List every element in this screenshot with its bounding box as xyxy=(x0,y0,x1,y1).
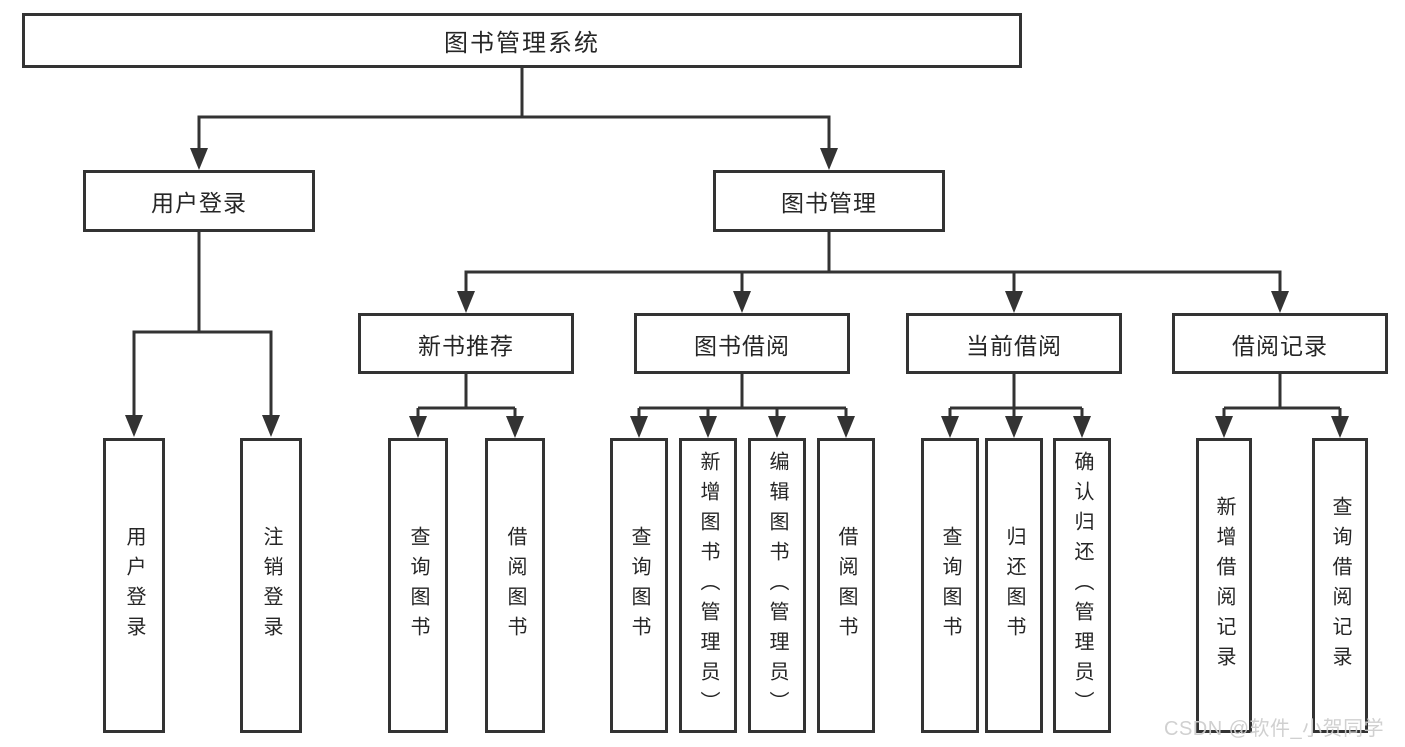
leaf-add-book-admin: 新增图书（管理员） xyxy=(679,438,737,733)
node-book-borrowing: 图书借阅 xyxy=(634,313,850,374)
node-label: 图书管理 xyxy=(781,190,877,216)
node-label: 新增图书（管理员） xyxy=(697,450,719,721)
leaf-query-borrow-record: 查询借阅记录 xyxy=(1312,438,1368,733)
node-book-management: 图书管理 xyxy=(713,170,945,232)
node-borrowing-records: 借阅记录 xyxy=(1172,313,1388,374)
node-label: 用户登录 xyxy=(123,525,145,646)
node-current-borrowing: 当前借阅 xyxy=(906,313,1122,374)
watermark: CSDN @软件_小贺同学 xyxy=(1164,718,1385,740)
node-label: 图书管理系统 xyxy=(444,30,600,57)
node-label: 注销登录 xyxy=(260,525,282,646)
node-label: 图书借阅 xyxy=(694,332,790,359)
arrowhead-icons xyxy=(125,148,1349,438)
node-label: 新书推荐 xyxy=(418,332,514,359)
node-label: 借阅图书 xyxy=(835,525,857,646)
node-label: 查询借阅记录 xyxy=(1329,495,1351,676)
node-user-login: 用户登录 xyxy=(83,170,315,232)
leaf-user-login: 用户登录 xyxy=(103,438,165,733)
node-label: 借阅记录 xyxy=(1232,332,1328,359)
node-label: 确认归还（管理员） xyxy=(1071,450,1093,721)
leaf-query-books-borrowing: 查询图书 xyxy=(610,438,668,733)
node-label: 借阅图书 xyxy=(504,525,526,646)
leaf-add-borrow-record: 新增借阅记录 xyxy=(1196,438,1252,733)
node-label: 用户登录 xyxy=(151,190,247,216)
leaf-return-books: 归还图书 xyxy=(985,438,1043,733)
node-label: 编辑图书（管理员） xyxy=(766,450,788,721)
node-label: 查询图书 xyxy=(628,525,650,646)
leaf-edit-book-admin: 编辑图书（管理员） xyxy=(748,438,806,733)
leaf-confirm-return-admin: 确认归还（管理员） xyxy=(1053,438,1111,733)
node-label: 查询图书 xyxy=(407,525,429,646)
leaf-query-books-recommend: 查询图书 xyxy=(388,438,448,733)
leaf-query-books-current: 查询图书 xyxy=(921,438,979,733)
node-label: 归还图书 xyxy=(1003,525,1025,646)
node-new-book-recommendation: 新书推荐 xyxy=(358,313,574,374)
leaf-borrow-books-recommend: 借阅图书 xyxy=(485,438,545,733)
leaf-logout: 注销登录 xyxy=(240,438,302,733)
leaf-borrow-books-borrowing: 借阅图书 xyxy=(817,438,875,733)
node-library-system: 图书管理系统 xyxy=(22,13,1022,68)
node-label: 当前借阅 xyxy=(966,332,1062,359)
node-label: 新增借阅记录 xyxy=(1213,495,1235,676)
node-label: 查询图书 xyxy=(939,525,961,646)
tree-branch-lines xyxy=(132,66,1342,417)
